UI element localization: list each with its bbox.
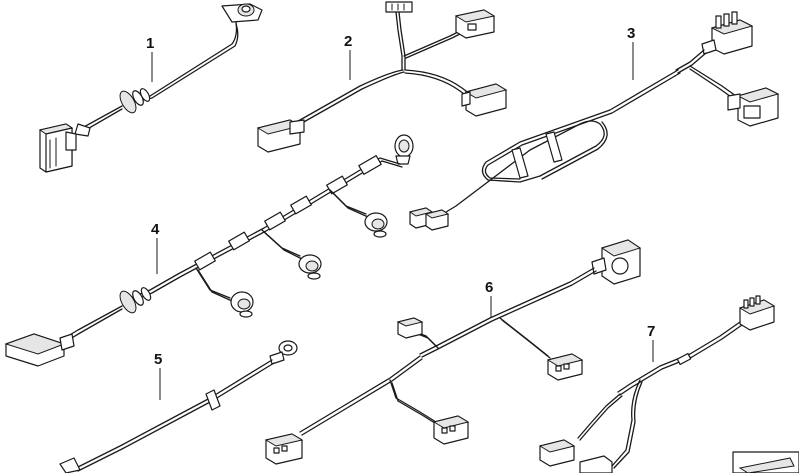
part-4-connector-mid — [298, 254, 322, 280]
part-label-2: 2 — [344, 33, 352, 50]
callout-5: 5 — [154, 351, 162, 400]
part-label-7: 7 — [647, 323, 655, 340]
diagram-corner-marker — [732, 451, 799, 473]
part-7-connector-bottom — [579, 455, 613, 473]
part-4-bellows-grommet — [119, 287, 152, 314]
part-7-connector-left — [538, 439, 576, 467]
part-6-connector-top — [591, 239, 642, 285]
part-4-connector-mid-right — [364, 212, 388, 238]
part-5-ring-terminal — [269, 340, 298, 365]
part-6-connector-upper-left — [396, 317, 424, 339]
part-3-connector-top — [701, 11, 754, 55]
callout-1: 1 — [146, 35, 154, 82]
harness-part-5[interactable] — [59, 340, 298, 473]
part-2-connector-top-right — [454, 9, 496, 39]
part-7-connector-top — [738, 295, 776, 331]
callout-2: 2 — [344, 33, 352, 80]
part-4-connector-base — [4, 333, 75, 367]
part-label-3: 3 — [627, 25, 635, 42]
callout-6: 6 — [485, 279, 493, 318]
harness-part-7[interactable] — [538, 295, 776, 473]
part-4-connector-top — [394, 134, 414, 165]
part-1-connector — [38, 123, 77, 173]
part-1-bellows-grommet — [119, 88, 151, 114]
harness-part-6[interactable] — [264, 239, 642, 465]
harness-part-1[interactable] — [38, 3, 263, 173]
callout-7: 7 — [647, 323, 655, 362]
harness-part-2[interactable] — [256, 1, 508, 153]
callout-3: 3 — [627, 25, 635, 80]
part-label-5: 5 — [154, 351, 162, 368]
harness-part-3[interactable] — [408, 11, 780, 231]
harness-part-4[interactable] — [4, 134, 414, 367]
part-4-connector-lower — [230, 291, 254, 318]
part-3-connector-bottom — [408, 207, 450, 231]
part-3-connector-right — [727, 87, 780, 127]
part-6-connector-lower-left — [264, 433, 304, 465]
part-label-6: 6 — [485, 279, 493, 296]
part-1-top-grommet — [221, 3, 263, 23]
part-6-connector-right — [546, 353, 584, 381]
part-2-connector-left — [256, 119, 305, 153]
part-6-connector-lower-mid — [432, 415, 470, 445]
part-2-connector-right — [461, 83, 508, 117]
part-label-4: 4 — [151, 221, 160, 238]
callout-4: 4 — [151, 221, 160, 274]
part-label-1: 1 — [146, 35, 154, 52]
